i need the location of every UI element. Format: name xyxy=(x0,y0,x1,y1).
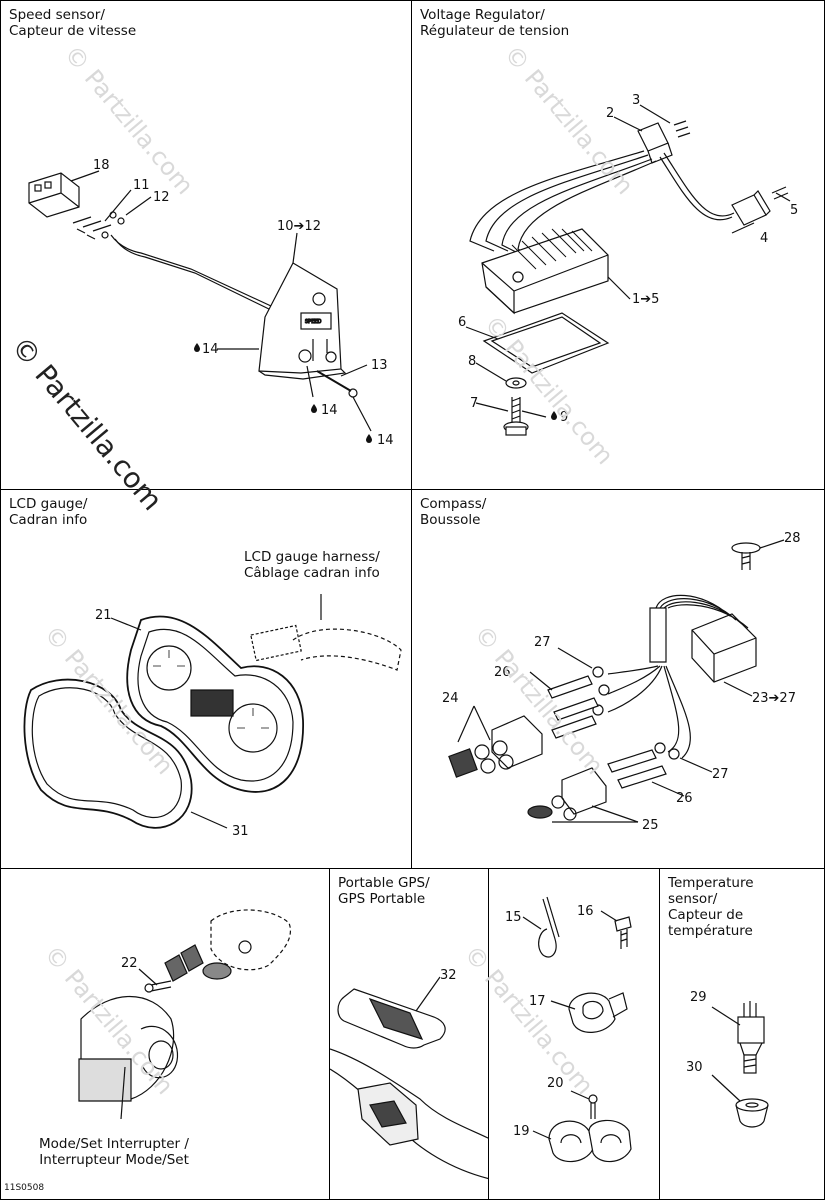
callout-14a: 14 xyxy=(202,342,219,357)
compass-drawing: 28 27 26 24 23➔27 27 26 25 xyxy=(442,531,801,833)
callout-7: 7 xyxy=(470,396,478,411)
callout-26b: 26 xyxy=(676,791,693,806)
callout-14c: 14 xyxy=(377,433,394,448)
panel-lcd-gauge: LCD gauge/ Cadran info LCD gauge harness… xyxy=(0,489,412,869)
portable-gps-drawing: 32 xyxy=(330,968,488,1180)
callout-20: 20 xyxy=(547,1076,564,1091)
callout-23-27: 23➔27 xyxy=(752,691,796,706)
callout-25: 25 xyxy=(642,818,659,833)
callout-21: 21 xyxy=(95,608,112,623)
callout-29: 29 xyxy=(690,990,707,1005)
callout-22: 22 xyxy=(121,956,138,971)
callout-17: 17 xyxy=(529,994,546,1009)
callout-26a: 26 xyxy=(494,665,511,680)
callout-15: 15 xyxy=(505,910,522,925)
callout-32: 32 xyxy=(440,968,457,983)
callout-18: 18 xyxy=(93,158,110,173)
callout-9: 9 xyxy=(560,410,568,425)
callout-16: 16 xyxy=(577,904,594,919)
callout-5: 5 xyxy=(790,203,798,218)
callout-2: 2 xyxy=(606,106,614,121)
harness-label: LCD gauge harness/ Câblage cadran info xyxy=(244,549,380,581)
panel-compass: Compass/ Boussole xyxy=(411,489,825,869)
lcd-gauge-drawing: 21 31 xyxy=(23,594,402,839)
callout-28: 28 xyxy=(784,531,801,546)
panel-mode-set: Mode/Set Interrupter / Interrupteur Mode… xyxy=(0,868,330,1200)
voltage-regulator-drawing: 2 3 5 4 1➔5 6 8 7 9 xyxy=(458,93,798,436)
callout-10-12: 10➔12 xyxy=(277,219,321,234)
callout-24: 24 xyxy=(442,691,459,706)
panel-voltage-regulator: Voltage Regulator/ Régulateur de tension xyxy=(411,0,825,490)
callout-8: 8 xyxy=(468,354,476,369)
fasteners-drawing: 15 16 17 20 19 xyxy=(505,896,632,1163)
callout-1-5: 1➔5 xyxy=(632,292,659,307)
callout-12: 12 xyxy=(153,190,170,205)
panel-title: Portable GPS/ GPS Portable xyxy=(338,875,430,907)
callout-4: 4 xyxy=(760,231,768,246)
speed-sensor-drawing: SPEED 18 11 12 10➔12 14 13 14 14 xyxy=(28,158,394,448)
temperature-sensor-drawing: 29 30 xyxy=(686,990,769,1128)
svg-text:SPEED: SPEED xyxy=(305,319,322,325)
callout-14b: 14 xyxy=(321,403,338,418)
mode-set-drawing: 22 xyxy=(78,909,291,1120)
callout-19: 19 xyxy=(513,1124,530,1139)
callout-30: 30 xyxy=(686,1060,703,1075)
callout-3: 3 xyxy=(632,93,640,108)
callout-31: 31 xyxy=(232,824,249,839)
panel-title: Voltage Regulator/ Régulateur de tension xyxy=(420,7,570,39)
panel-portable-gps: Portable GPS/ GPS Portable 32 xyxy=(329,868,489,1200)
panel-fasteners: 15 16 17 20 19 xyxy=(488,868,660,1200)
mode-set-caption: Mode/Set Interrupter / Interrupteur Mode… xyxy=(39,1136,189,1168)
diagram-code: 11S0508 xyxy=(4,1183,45,1193)
panel-speed-sensor: Speed sensor/ Capteur de vitesse SPEED xyxy=(0,0,412,490)
panel-title: LCD gauge/ Cadran info xyxy=(9,496,88,528)
callout-11: 11 xyxy=(133,178,150,193)
callout-6: 6 xyxy=(458,315,466,330)
panel-title: Temperature sensor/ Capteur de températu… xyxy=(668,875,754,939)
callout-13: 13 xyxy=(371,358,388,373)
panel-title: Speed sensor/ Capteur de vitesse xyxy=(9,7,137,39)
panel-temperature-sensor: Temperature sensor/ Capteur de températu… xyxy=(659,868,825,1200)
callout-27b: 27 xyxy=(712,767,729,782)
callout-27a: 27 xyxy=(534,635,551,650)
panel-title: Compass/ Boussole xyxy=(420,496,487,528)
